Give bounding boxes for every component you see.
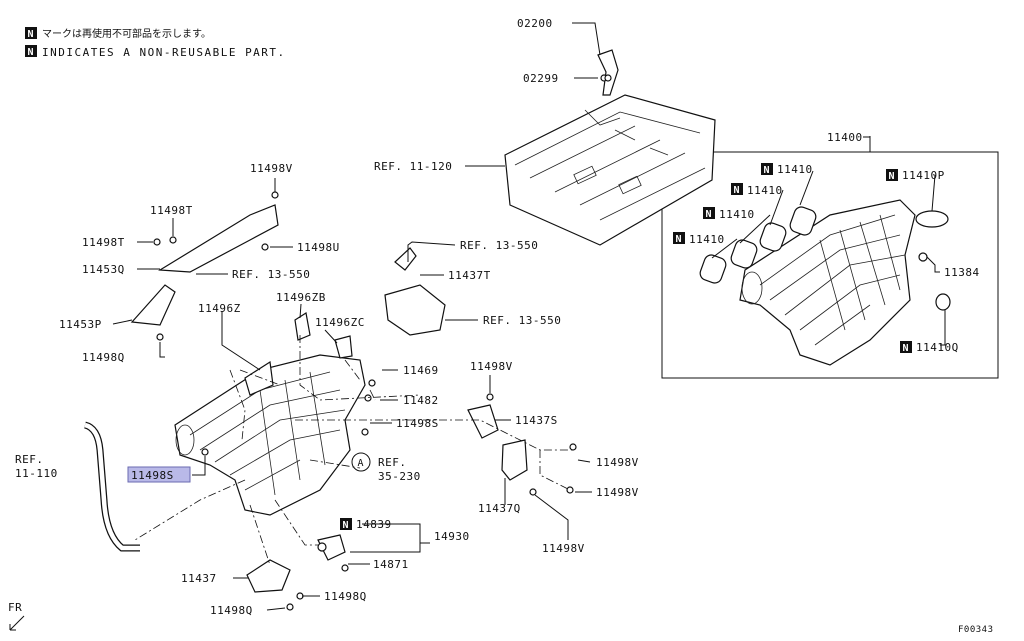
label-11498q-bottom-left[interactable]: 11498Q xyxy=(210,604,253,617)
bracket-11496zb xyxy=(294,312,311,341)
label-11498u[interactable]: 11498U xyxy=(297,241,340,254)
label-11498q-left[interactable]: 11498Q xyxy=(82,351,125,364)
label-14930[interactable]: 14930 xyxy=(434,530,470,543)
n-mark-letter: N xyxy=(28,29,34,40)
label-ref-35-230-line1[interactable]: REF. xyxy=(378,456,407,469)
front-arrow-icon xyxy=(9,615,25,631)
header-notes: N マークは再使用不可部品を示します。 N INDICATES A NON-RE… xyxy=(25,27,286,59)
svg-text:N: N xyxy=(706,209,712,220)
label-11498t-b[interactable]: 11498T xyxy=(82,236,125,249)
label-11496z[interactable]: 11496Z xyxy=(198,302,241,315)
label-11482[interactable]: 11482 xyxy=(403,394,439,407)
label-11498q-bottom-right[interactable]: 11498Q xyxy=(324,590,367,603)
label-11496zc[interactable]: 11496ZC xyxy=(315,316,365,329)
label-ref-13-550-a[interactable]: REF. 13-550 xyxy=(232,268,310,281)
label-11410-a[interactable]: 11410 xyxy=(777,163,813,176)
label-11498v-top[interactable]: 11498V xyxy=(250,162,293,175)
callout-circle-a xyxy=(351,452,371,472)
coolant-hose xyxy=(83,421,140,552)
label-11410q[interactable]: 11410Q xyxy=(916,341,959,354)
label-11498s-highlighted[interactable]: 11498S xyxy=(131,469,174,482)
label-11498v-right-1[interactable]: 11498V xyxy=(596,456,639,469)
label-14871[interactable]: 14871 xyxy=(373,558,409,571)
label-11437s[interactable]: 11437S xyxy=(515,414,558,427)
label-11453q[interactable]: 11453Q xyxy=(82,263,125,276)
label-11410-b[interactable]: 11410 xyxy=(747,184,783,197)
throttle-duct xyxy=(384,284,446,336)
bracket-11437 xyxy=(246,559,291,593)
label-11498v-mid[interactable]: 11498V xyxy=(470,360,513,373)
svg-text:N: N xyxy=(343,520,349,531)
part-labels: 02200 02299 REF. 11-120 11400 11410 1141… xyxy=(8,17,994,635)
n-mark-letter: N xyxy=(28,47,34,58)
label-ref-35-230-line2[interactable]: 35-230 xyxy=(378,470,421,483)
label-11437q[interactable]: 11437Q xyxy=(478,502,521,515)
leader-lines xyxy=(112,22,946,611)
label-11384[interactable]: 11384 xyxy=(944,266,980,279)
label-11437t[interactable]: 11437T xyxy=(448,269,491,282)
label-11410-c[interactable]: 11410 xyxy=(719,208,755,221)
label-11496zb[interactable]: 11496ZB xyxy=(276,291,326,304)
label-ref-11-110-line2[interactable]: 11-110 xyxy=(15,467,58,480)
svg-text:N: N xyxy=(889,171,895,182)
label-11498v-bottom[interactable]: 11498V xyxy=(542,542,585,555)
label-14839[interactable]: 14839 xyxy=(356,518,392,531)
bracket-11496zc xyxy=(334,335,353,359)
n-mark-icon xyxy=(25,27,37,39)
svg-text:N: N xyxy=(764,165,770,176)
stay-11453q xyxy=(158,204,279,273)
label-02299[interactable]: 02299 xyxy=(523,72,559,85)
highlighted-part-box[interactable] xyxy=(127,466,191,483)
note-english: INDICATES A NON-REUSABLE PART. xyxy=(42,46,286,59)
label-11410-d[interactable]: 11410 xyxy=(689,233,725,246)
svg-text:N: N xyxy=(734,185,740,196)
label-front: FR xyxy=(8,601,22,614)
label-11498t-a[interactable]: 11498T xyxy=(150,204,193,217)
cylinder-head-part xyxy=(504,94,716,246)
svg-text:N: N xyxy=(676,234,682,245)
n-marks: N N N N N N N xyxy=(340,163,912,531)
label-11498v-right-2[interactable]: 11498V xyxy=(596,486,639,499)
label-11437[interactable]: 11437 xyxy=(181,572,217,585)
callout-letter-a: A xyxy=(358,458,365,469)
label-ref-13-550-c[interactable]: REF. 13-550 xyxy=(483,314,561,327)
n-mark-icon xyxy=(25,45,37,57)
diagram-code: F00343 xyxy=(958,625,994,635)
valve-14930 xyxy=(317,534,346,561)
label-11498s-mid[interactable]: 11498S xyxy=(396,417,439,430)
svg-text:N: N xyxy=(903,343,909,354)
label-11410p[interactable]: 11410P xyxy=(902,169,945,182)
note-japanese: マークは再使用不可部品を示します。 xyxy=(42,27,211,40)
label-ref-11-120[interactable]: REF. 11-120 xyxy=(374,160,452,173)
intake-manifold-assembly xyxy=(739,199,916,366)
reference-dashes xyxy=(134,335,575,566)
label-11469[interactable]: 11469 xyxy=(403,364,439,377)
assembly-inset-box xyxy=(661,151,999,379)
label-02200[interactable]: 02200 xyxy=(517,17,553,30)
label-11400[interactable]: 11400 xyxy=(827,131,863,144)
label-ref-13-550-b[interactable]: REF. 13-550 xyxy=(460,239,538,252)
bracket-02200 xyxy=(597,49,619,96)
label-11453p[interactable]: 11453P xyxy=(59,318,102,331)
label-ref-11-110-line1[interactable]: REF. xyxy=(15,453,44,466)
intake-manifold-main xyxy=(174,354,366,516)
bracket-11437q xyxy=(501,439,528,481)
stay-11453p xyxy=(130,284,176,326)
bracket-11437t xyxy=(394,247,417,271)
gasket-set xyxy=(699,206,951,311)
bracket-11496z xyxy=(244,360,274,396)
